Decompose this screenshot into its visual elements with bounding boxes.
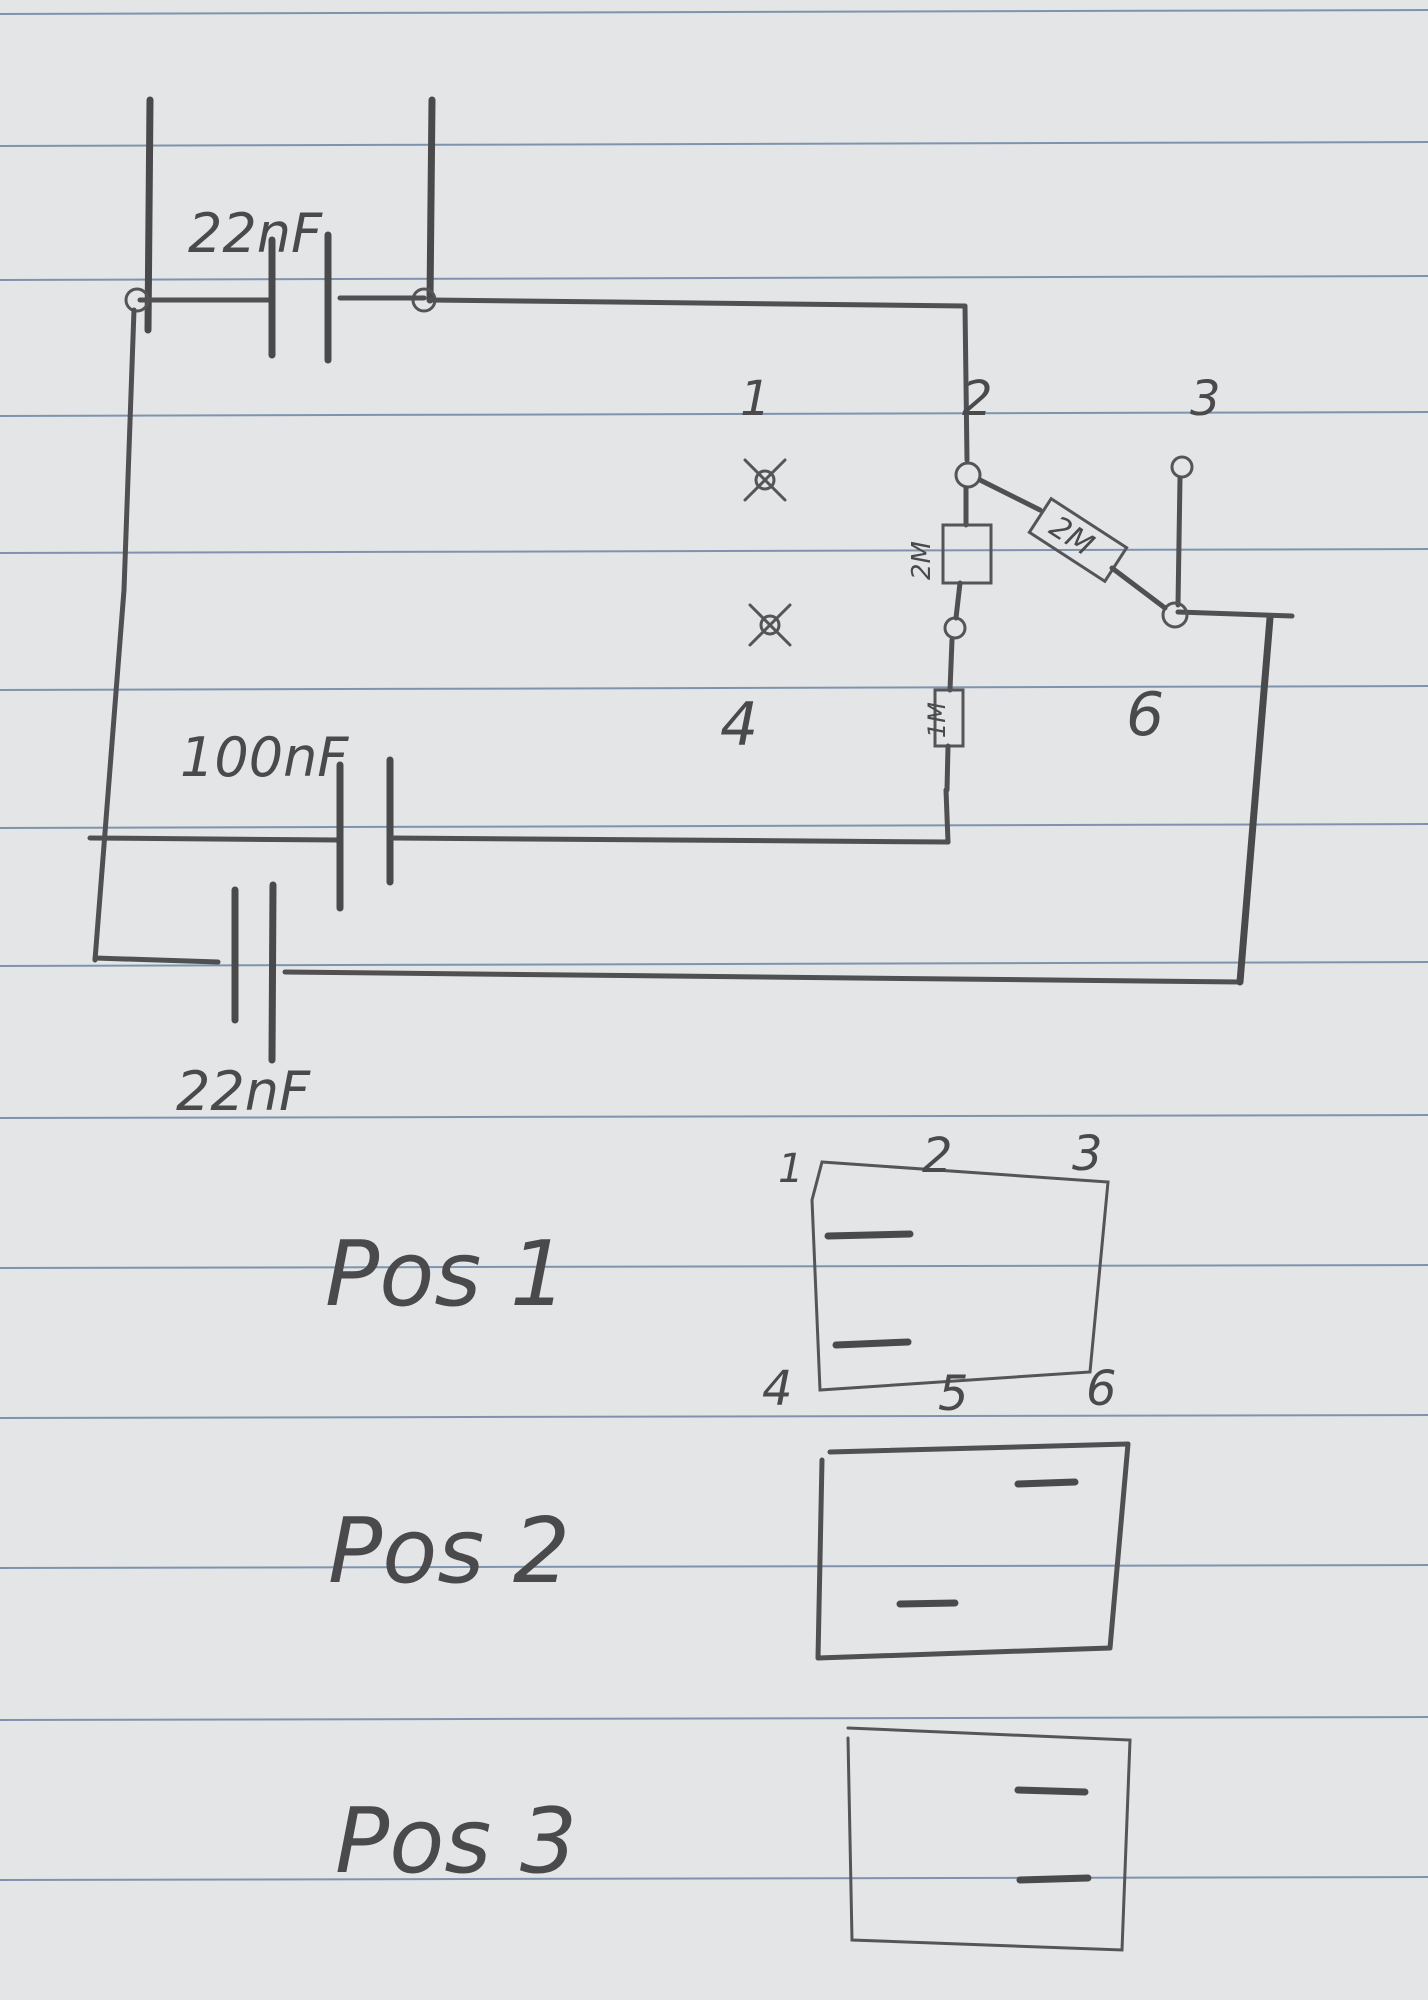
ruled-lines xyxy=(0,9,1428,1881)
pos-1-switch-body xyxy=(810,1160,1110,1392)
cap-mid-label: 100nF xyxy=(180,726,349,789)
switch-position-legend: Pos 1 1 2 3 4 5 6 Pos 2 Pos 3 xyxy=(325,1126,1132,1952)
pos-1-pin-6: 6 xyxy=(1086,1361,1117,1417)
pin-4-label: 4 xyxy=(720,690,758,760)
cap-bottom-label: 22nF xyxy=(176,1060,311,1123)
wire-top xyxy=(427,297,968,309)
pos-1-contact-b xyxy=(832,1338,912,1349)
legend-pos-1: Pos 1 1 2 3 4 5 6 xyxy=(325,1126,1117,1422)
pos-3-switch-body xyxy=(846,1726,1132,1952)
circuit-schematic: 22nF 100nF 22nF 1 2 xyxy=(87,96,1295,1123)
legend-pos-3: Pos 3 xyxy=(335,1726,1132,1952)
pos-2-contact-b xyxy=(896,1599,959,1608)
pin-4-unused-mark xyxy=(748,603,792,647)
resistor-diagonal-2m: 2M xyxy=(977,477,1168,611)
cap-top-label: 22nF xyxy=(188,202,323,265)
capacitor-top-22nf: 22nF xyxy=(124,96,437,364)
resistor-vertical-label: 2M xyxy=(907,541,937,580)
pos-1-pin-5: 5 xyxy=(938,1366,969,1422)
pin-1-unused-mark xyxy=(743,458,787,502)
pos-1-pin-1: 1 xyxy=(778,1146,803,1192)
pos-3-title: Pos 3 xyxy=(335,1789,577,1894)
pos-1-title: Pos 1 xyxy=(325,1222,567,1327)
wire-to-pin6 xyxy=(1175,609,1295,619)
pin-6-terminal xyxy=(1161,601,1189,629)
pos-2-switch-body xyxy=(815,1441,1131,1661)
wire-to-pin5 xyxy=(943,787,951,845)
wire-to-pin2 xyxy=(962,303,970,463)
pos-3-contact-b xyxy=(1016,1874,1092,1884)
wire-right xyxy=(1236,614,1274,986)
switch-pins: 1 2 3 4 6 xyxy=(720,371,1221,760)
pin-2-label: 2 xyxy=(962,371,993,427)
pos-3-contact-a xyxy=(1014,1786,1089,1796)
wire-left-upper xyxy=(121,307,137,593)
resistor-diagonal-label: 2M xyxy=(1043,509,1100,563)
legend-pos-2: Pos 2 xyxy=(328,1441,1131,1661)
capacitor-mid-100nf: 100nF xyxy=(87,726,951,912)
pin-2-terminal xyxy=(954,461,982,489)
pos-1-pin-4: 4 xyxy=(762,1361,793,1417)
resistor-vertical-2m: 2M xyxy=(907,485,993,621)
capacitor-bottom-22nf: 22nF xyxy=(92,881,1243,1123)
resistor-lower-label: 1M xyxy=(923,702,951,738)
pin-6-label: 6 xyxy=(1126,680,1164,750)
pin-3-label: 3 xyxy=(1190,371,1221,427)
pin-3-stub xyxy=(1175,475,1183,608)
pin-1-label: 1 xyxy=(740,371,771,427)
pos-2-contact-a xyxy=(1014,1478,1079,1488)
pos-1-pin-3: 3 xyxy=(1072,1126,1103,1182)
pin-5-terminal xyxy=(943,616,967,640)
pin-3-terminal xyxy=(1170,455,1194,479)
resistor-lower-1m: 1M xyxy=(923,637,965,793)
wire-left-lower xyxy=(92,587,127,963)
pos-1-contact-a xyxy=(824,1230,914,1240)
pos-2-title: Pos 2 xyxy=(328,1499,570,1604)
pos-1-pin-2: 2 xyxy=(922,1128,953,1184)
